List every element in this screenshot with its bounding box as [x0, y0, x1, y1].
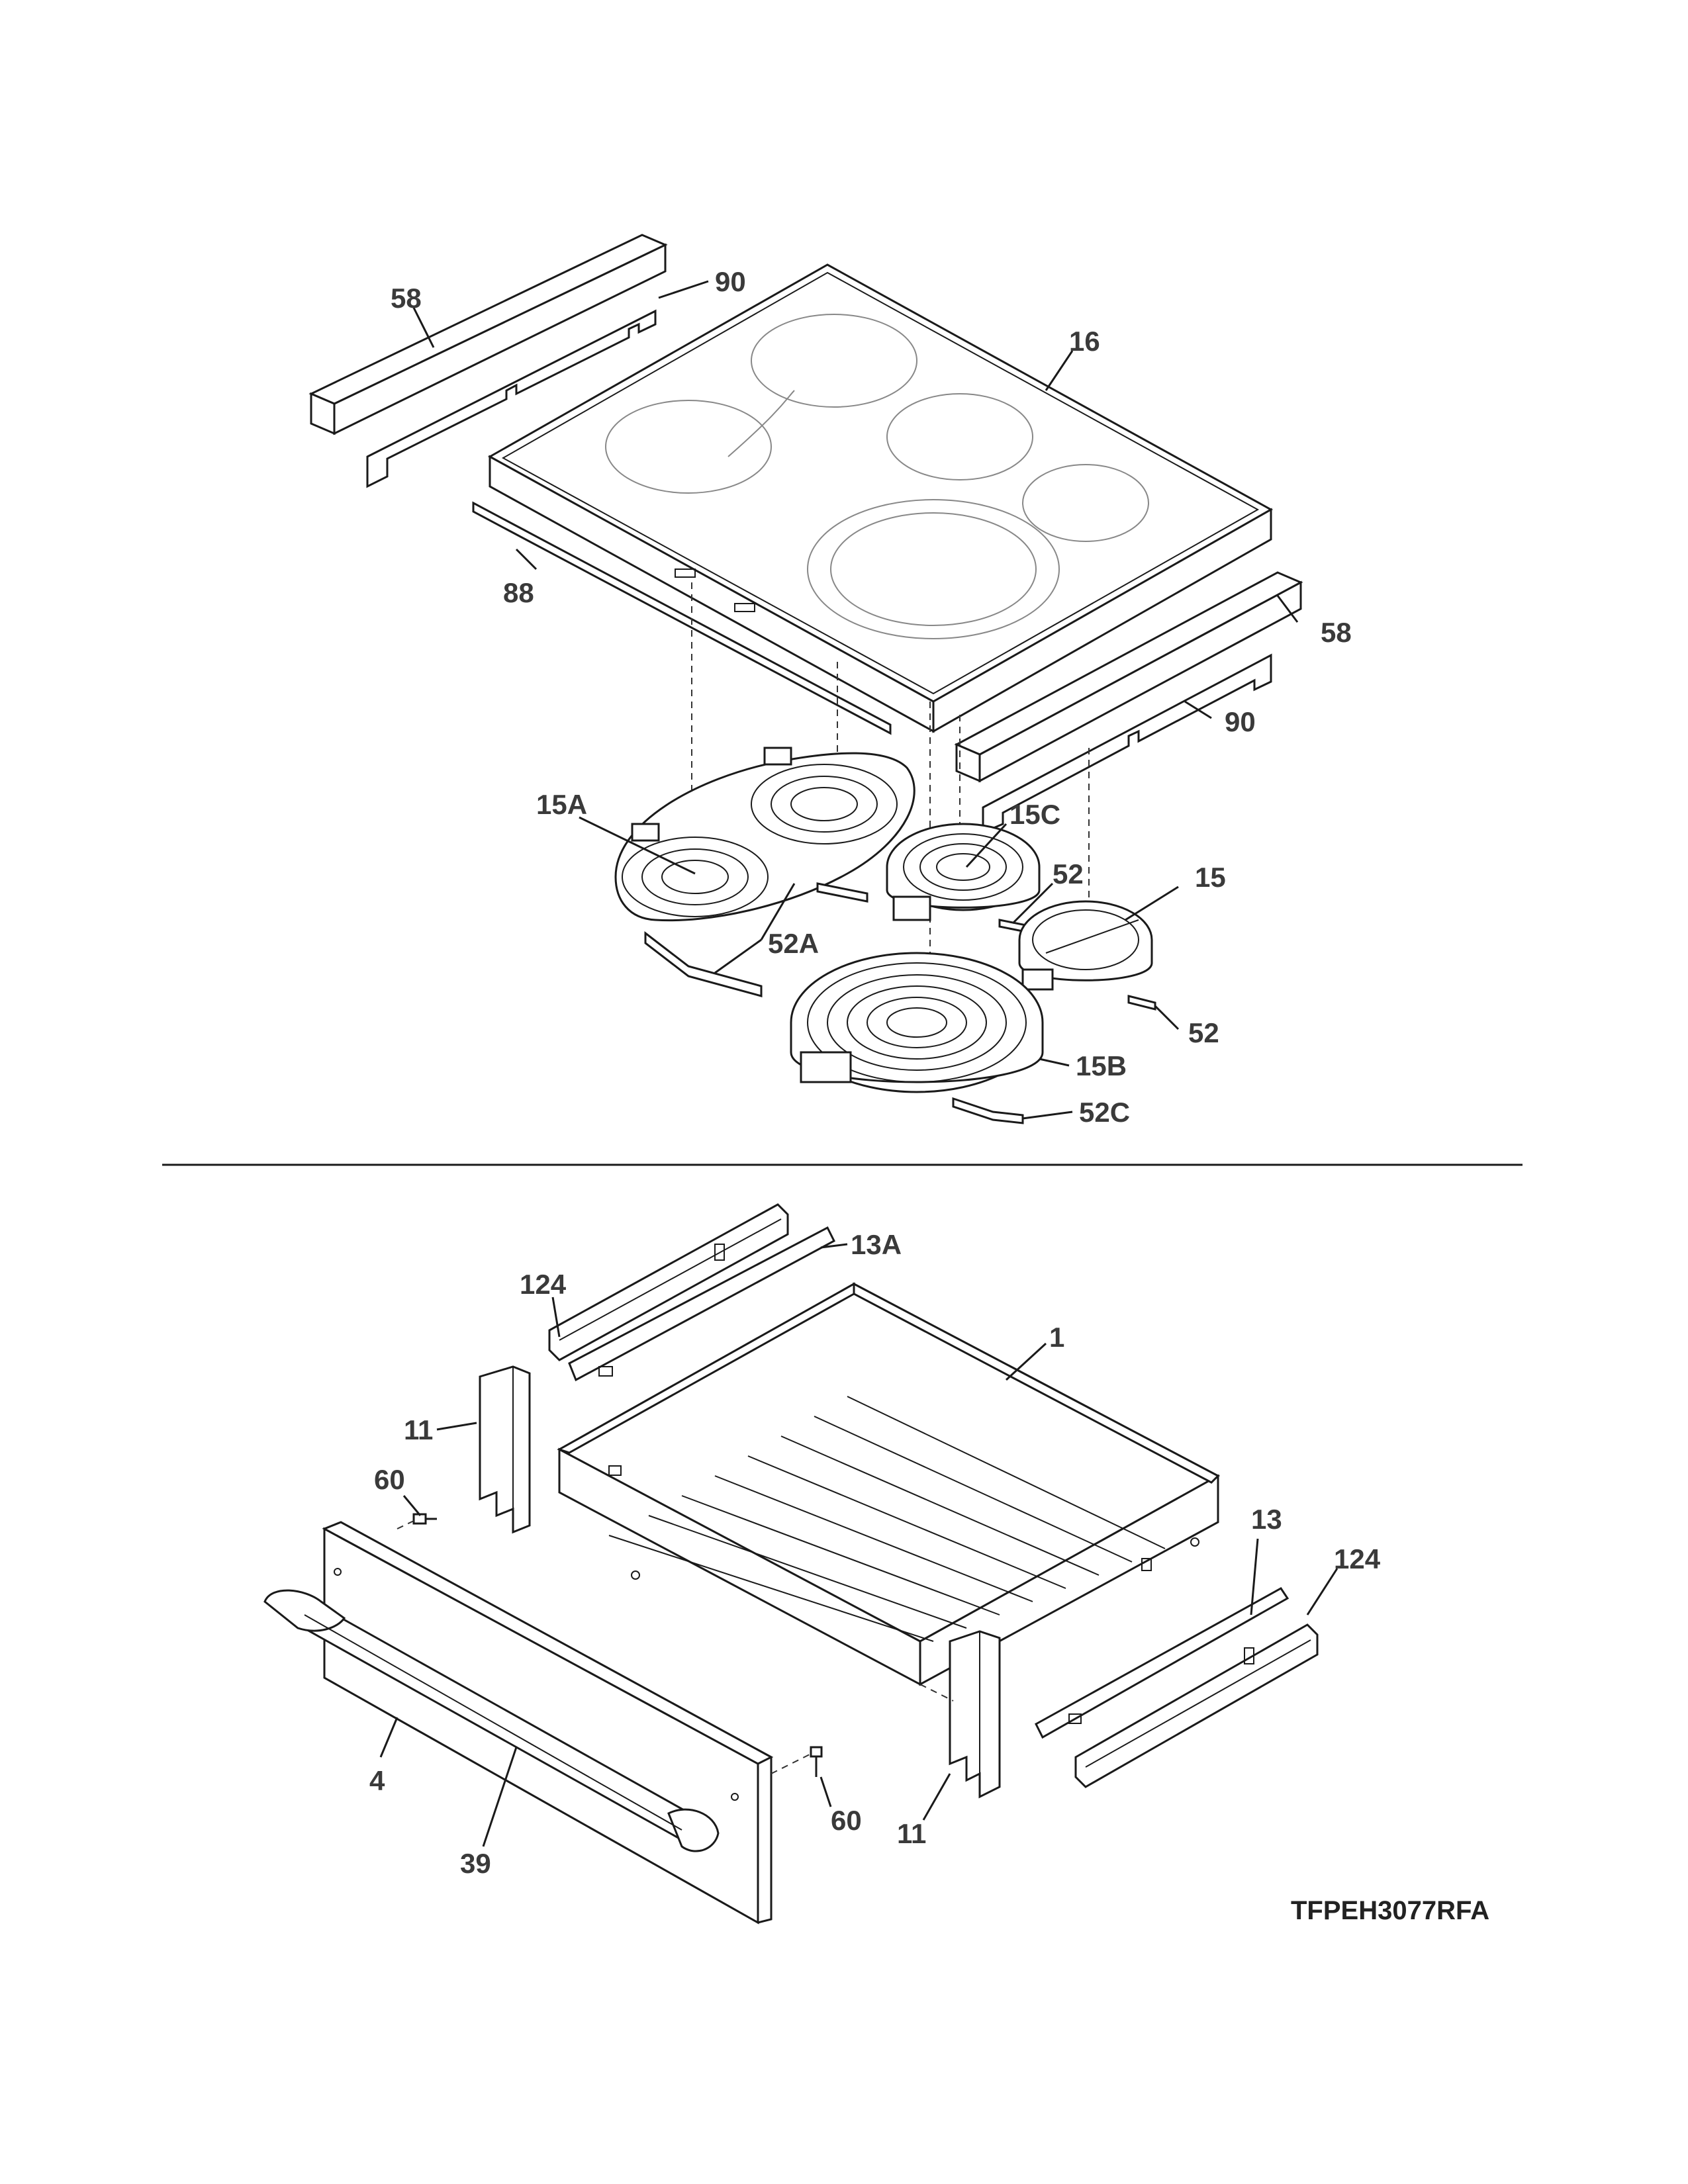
drawer-bracket-right — [919, 1630, 1001, 1799]
strap-52a — [644, 882, 868, 997]
front-trim-right — [954, 571, 1303, 783]
label-60-right: 60 — [831, 1805, 862, 1836]
labels-top: 58 90 16 88 58 90 15A 15C 52 15 52A 52 1… — [391, 266, 1352, 1128]
drawer-handle — [263, 1589, 720, 1852]
drawer-ribs — [608, 1396, 1166, 1642]
drawer-body — [557, 1282, 1221, 1686]
label-88: 88 — [503, 577, 534, 608]
element-15 — [1018, 900, 1156, 1011]
screw-left — [397, 1513, 437, 1529]
element-15b — [790, 952, 1044, 1124]
screw-right — [771, 1746, 823, 1777]
label-13a: 13A — [851, 1229, 902, 1260]
drawer-bracket-left — [479, 1365, 531, 1534]
label-11-left: 11 — [404, 1414, 433, 1445]
slide-rail-right — [1035, 1587, 1319, 1788]
label-4: 4 — [369, 1765, 385, 1796]
label-124-right: 124 — [1334, 1543, 1381, 1574]
element-15c — [886, 823, 1041, 934]
label-52c: 52C — [1079, 1097, 1130, 1128]
glass-cooktop — [487, 263, 1274, 733]
label-39: 39 — [460, 1848, 491, 1879]
label-15b: 15B — [1076, 1050, 1127, 1081]
label-16: 16 — [1069, 326, 1100, 357]
label-15a: 15A — [536, 789, 587, 820]
bracket-right — [982, 653, 1272, 835]
leaders-top — [412, 280, 1299, 1120]
label-15c: 15C — [1009, 799, 1060, 830]
label-13: 13 — [1251, 1504, 1282, 1535]
label-60-left: 60 — [374, 1464, 405, 1495]
label-52a: 52A — [768, 928, 819, 959]
slide-rail-left — [548, 1203, 835, 1382]
front-strip — [472, 501, 892, 735]
dual-element-15a — [614, 747, 915, 922]
drawer-front — [322, 1521, 774, 1925]
model-code: TFPEH3077RFA — [1291, 1896, 1489, 1925]
label-15: 15 — [1195, 862, 1226, 893]
bracket-left — [366, 309, 657, 488]
leaders-bottom — [379, 1243, 1338, 1847]
rear-trim-left — [308, 234, 668, 435]
label-52-upper: 52 — [1053, 858, 1084, 889]
label-58-rear: 58 — [391, 283, 422, 314]
labels-bottom: 13A 124 1 11 60 13 124 4 60 11 39 — [369, 1229, 1381, 1879]
label-90-left: 90 — [715, 266, 746, 297]
label-90-right: 90 — [1225, 706, 1256, 737]
label-1: 1 — [1049, 1322, 1064, 1353]
label-124-left: 124 — [520, 1269, 567, 1300]
label-58-front: 58 — [1321, 617, 1352, 648]
label-11-right: 11 — [897, 1818, 926, 1849]
label-52-lower: 52 — [1188, 1017, 1219, 1048]
